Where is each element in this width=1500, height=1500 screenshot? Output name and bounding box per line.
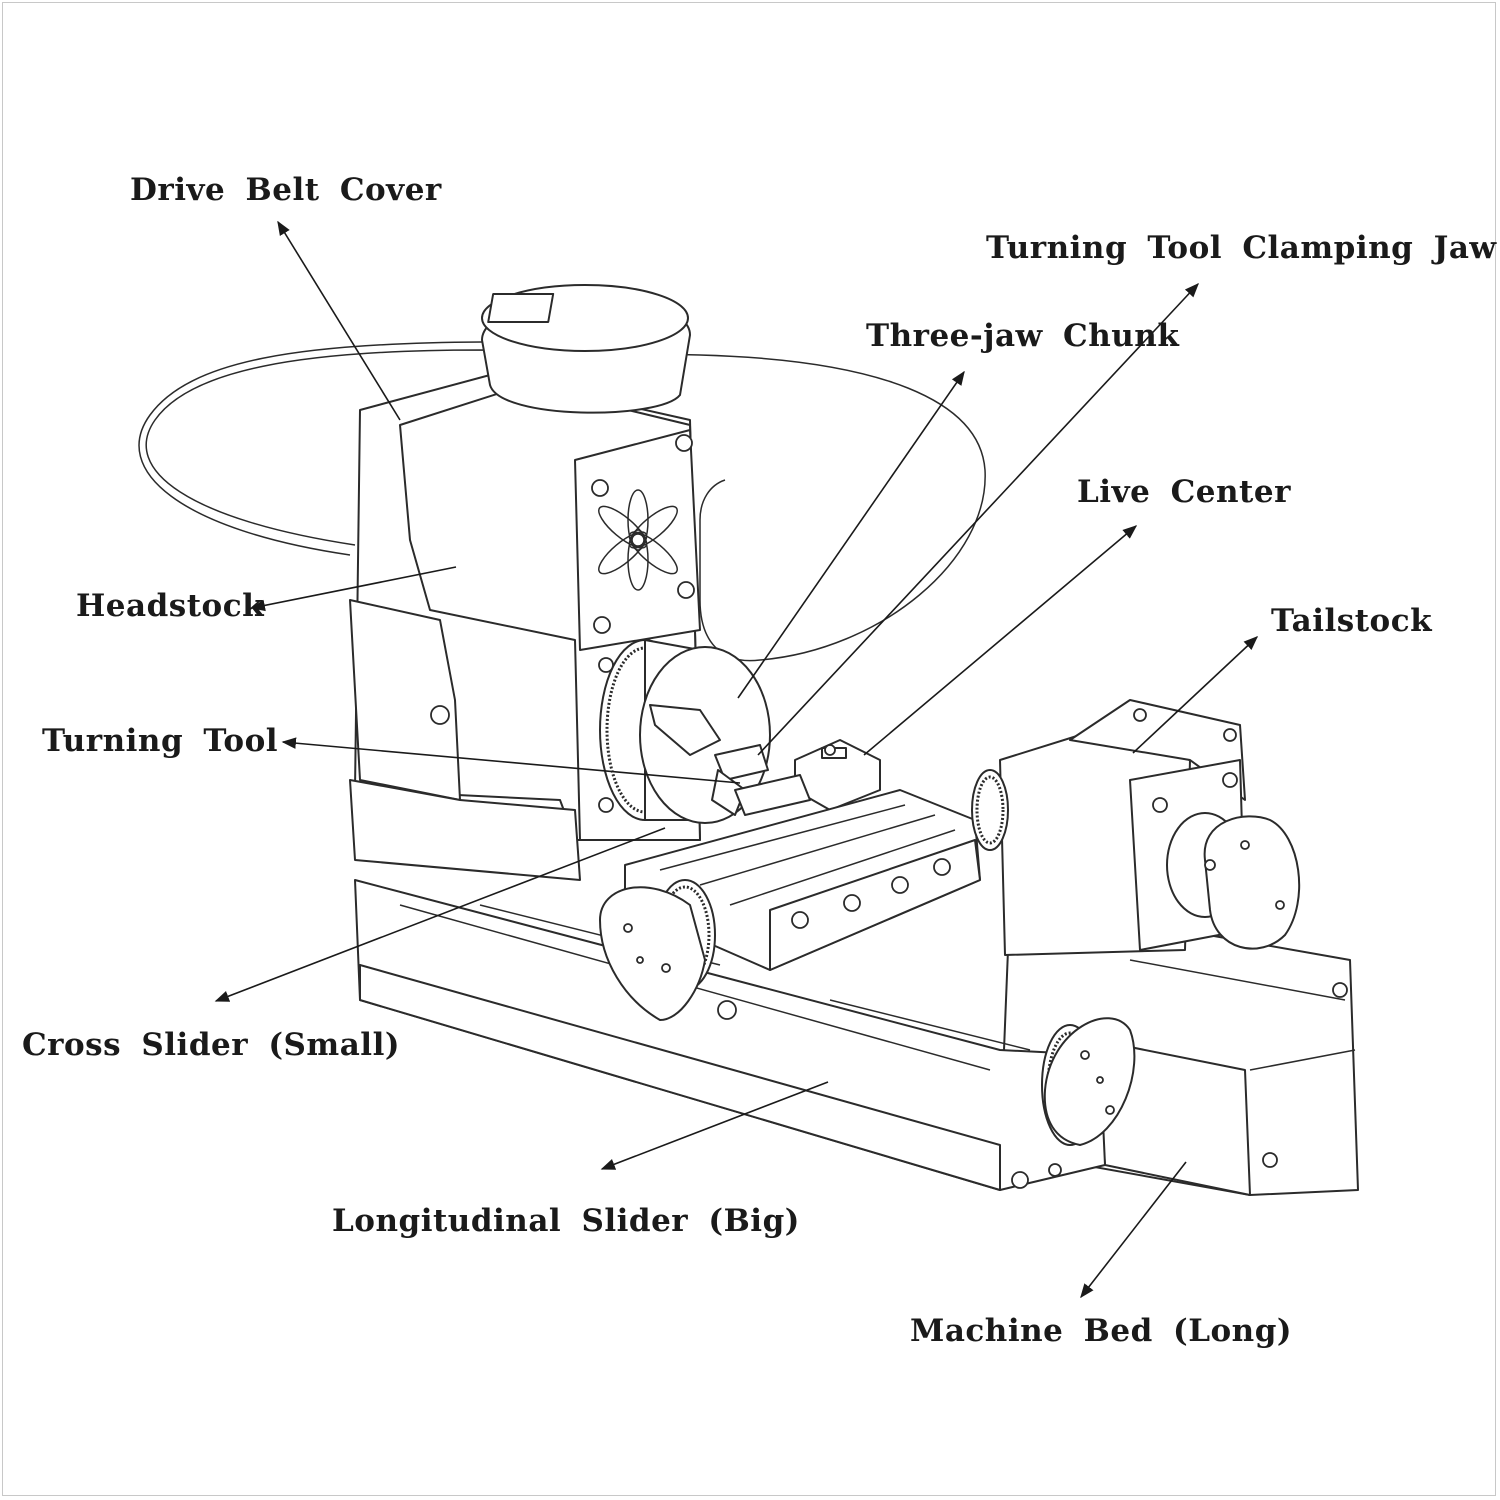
label-machine-bed: Machine Bed (Long)	[910, 1313, 1293, 1349]
leader-lines	[214, 220, 1259, 1299]
tool-post	[734, 739, 881, 816]
cross-handwheel	[599, 879, 716, 1021]
three-jaw-chuck	[599, 639, 771, 824]
label-drive-belt-cover: Drive Belt Cover	[130, 172, 442, 208]
label-headstock: Headstock	[76, 588, 265, 624]
longitudinal-handwheel	[1041, 1017, 1136, 1146]
drive-belt-cover	[481, 284, 691, 414]
label-live-center: Live Center	[1077, 474, 1291, 510]
label-cross-slider: Cross Slider (Small)	[22, 1027, 401, 1063]
label-tailstock: Tailstock	[1271, 603, 1433, 639]
label-turning-tool-clamping-jaw: Turning Tool Clamping Jaw	[986, 230, 1497, 266]
longitudinal-slider	[354, 879, 1106, 1191]
label-turning-tool: Turning Tool	[42, 723, 279, 759]
tailstock	[971, 699, 1301, 956]
label-longitudinal-slider: Longitudinal Slider (Big)	[332, 1203, 800, 1239]
label-three-jaw-chunk: Three-jaw Chunk	[866, 318, 1180, 354]
